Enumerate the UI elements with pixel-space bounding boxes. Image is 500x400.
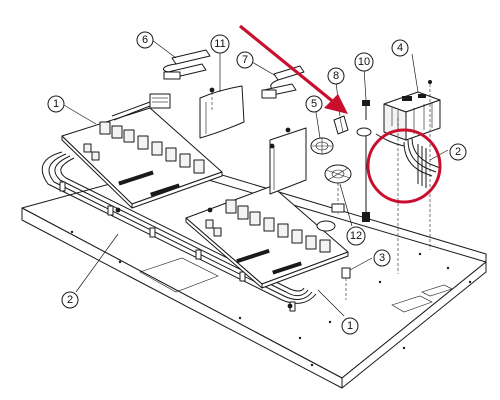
callout-4: 4 xyxy=(391,39,409,57)
callout-8: 8 xyxy=(327,67,345,85)
highlight-arrow xyxy=(238,24,338,106)
callout-2-left: 2 xyxy=(61,291,79,309)
callout-7: 7 xyxy=(236,51,254,69)
callout-label: 2 xyxy=(67,294,73,306)
wire-harness-long xyxy=(41,151,317,312)
insulation-sheet xyxy=(199,85,245,139)
callout-label: 8 xyxy=(333,70,339,82)
connector-8 xyxy=(333,115,349,135)
screws xyxy=(115,87,351,309)
control-board-lower xyxy=(185,185,349,289)
callout-label: 10 xyxy=(358,56,370,68)
callout-11: 11 xyxy=(210,34,230,54)
callout-3: 3 xyxy=(373,249,391,267)
callout-6: 6 xyxy=(136,31,154,49)
highlight-arrow-head xyxy=(324,94,348,114)
highlight-annotation xyxy=(238,24,442,204)
fastener-10 xyxy=(356,100,372,137)
callout-label: 1 xyxy=(347,320,353,332)
callout-10: 10 xyxy=(354,52,374,72)
ribbon-cable-6 xyxy=(163,49,211,80)
callout-label: 7 xyxy=(242,54,248,66)
ribbon-cable-7 xyxy=(261,65,305,99)
leader-lines xyxy=(61,39,449,317)
callout-label: 6 xyxy=(142,34,148,46)
board-components-upper xyxy=(83,121,205,197)
board-components-lower xyxy=(205,199,331,275)
callout-label: 12 xyxy=(350,230,362,242)
callout-label: 2 xyxy=(455,146,461,158)
callouts: 6 11 7 8 10 4 1 5 xyxy=(47,31,467,335)
highlight-circle xyxy=(366,128,442,204)
wire-leads-short xyxy=(375,133,441,188)
callout-label: 3 xyxy=(379,252,385,264)
board-connector-plug xyxy=(111,93,171,121)
gear-12 xyxy=(316,136,370,232)
callout-5: 5 xyxy=(305,95,323,113)
callout-label: 5 xyxy=(311,98,317,110)
fan-rotor xyxy=(310,137,334,155)
callout-1-upper: 1 xyxy=(47,95,65,113)
callout-label: 4 xyxy=(397,42,403,54)
control-board-upper xyxy=(61,107,223,209)
callout-12: 12 xyxy=(346,226,366,246)
callout-1-lower: 1 xyxy=(341,317,359,335)
callout-2-right: 2 xyxy=(449,143,467,161)
callout-label: 11 xyxy=(214,38,225,50)
mounting-bracket xyxy=(269,127,307,195)
callout-label: 1 xyxy=(53,98,59,110)
